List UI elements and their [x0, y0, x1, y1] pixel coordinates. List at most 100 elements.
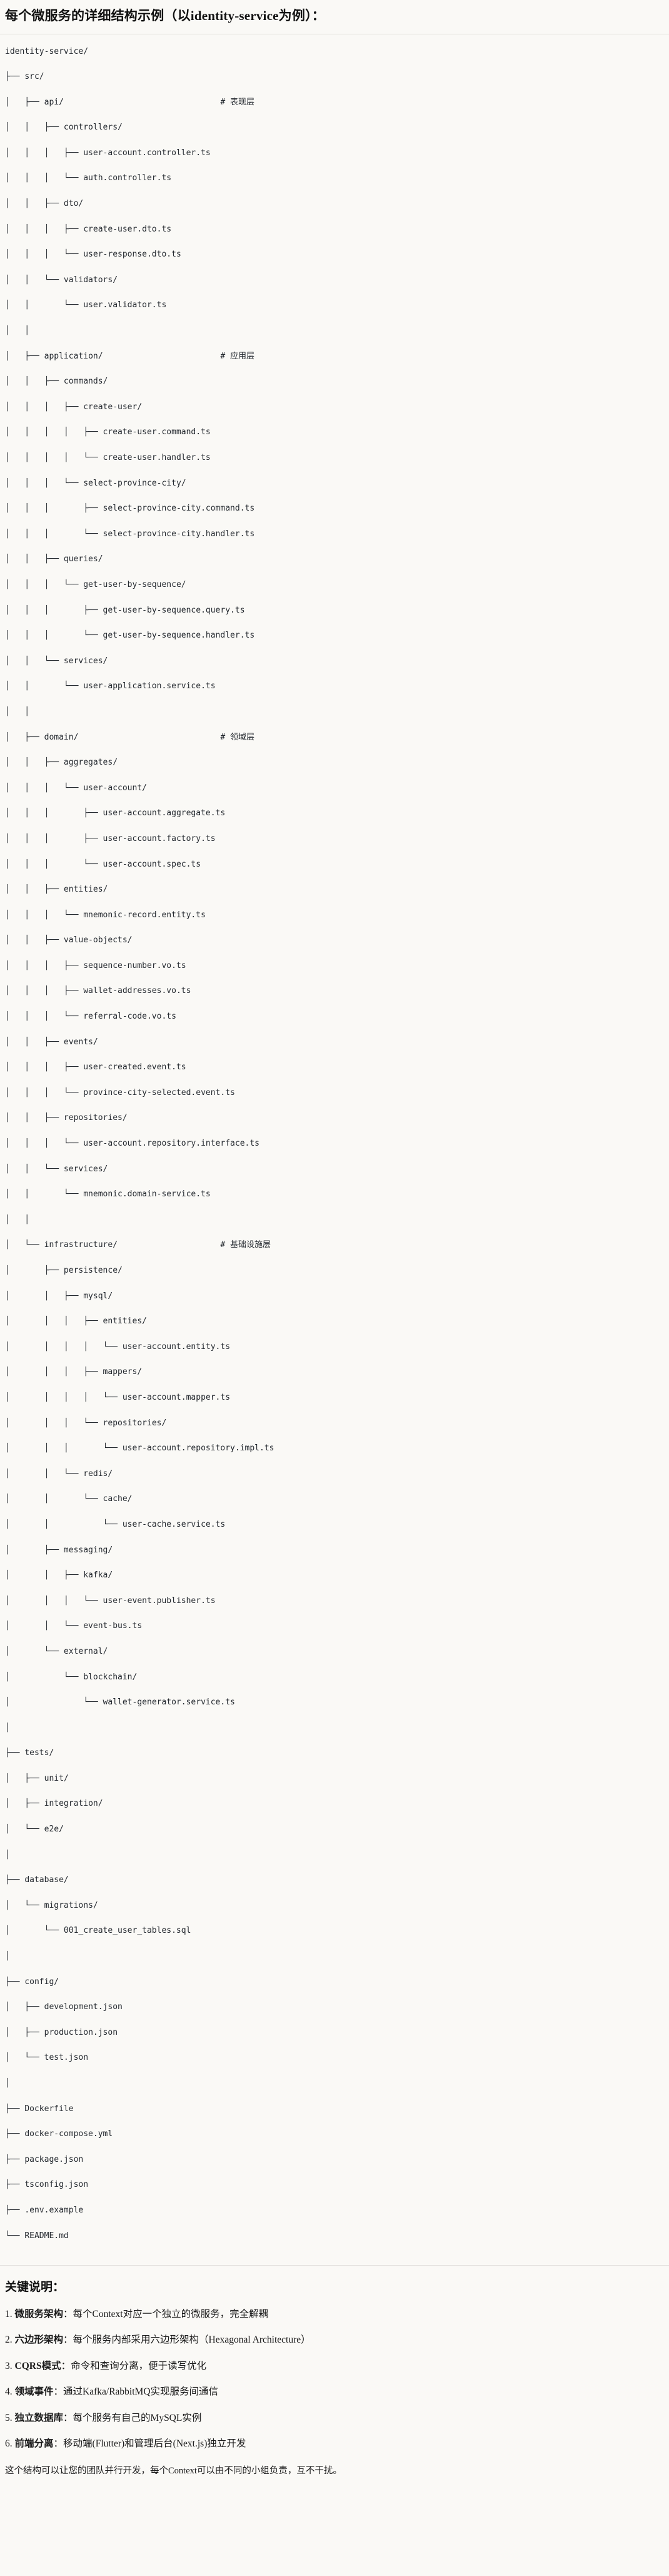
tree-row: │ ├── api/ # 表现层: [5, 96, 664, 109]
tree-branch-glyph: │ │ │ └──: [5, 1139, 84, 1149]
tree-branch-glyph: │ ├──: [5, 732, 44, 742]
tree-branch-glyph: │ │ │ └──: [5, 783, 84, 793]
tree-row: │ │ │ └── repositories/: [5, 1417, 664, 1430]
tree-branch-glyph: │ ├──: [5, 2027, 44, 2037]
tree-branch-glyph: │ │ ├──: [5, 1037, 64, 1047]
tree-branch-glyph: ├──: [5, 2154, 25, 2164]
note-item: 4. 领域事件：通过Kafka/RabbitMQ实现服务间通信: [5, 2384, 664, 2400]
tree-row: │ │ └── event-bus.ts: [5, 1620, 664, 1632]
tree-node-label: infrastructure/: [44, 1240, 118, 1250]
tree-branch-glyph: │ ├──: [5, 351, 44, 361]
tree-row: │ │ │ └── user-account.repository.impl.t…: [5, 1442, 664, 1455]
tree-branch-glyph: │ │ │ └──: [5, 1443, 123, 1453]
tree-row: │ │ └── mnemonic.domain-service.ts: [5, 1188, 664, 1201]
tree-branch-glyph: │ │ │ └──: [5, 910, 84, 920]
tree-branch-glyph: │ │ ├──: [5, 1291, 84, 1301]
note-term: 领域事件: [14, 2386, 54, 2398]
tree-node-label: 001_create_user_tables.sql: [63, 1926, 191, 1936]
tree-row: │ ├── development.json: [5, 2001, 664, 2013]
tree-row: │ │ └── validators/: [5, 274, 664, 287]
tree-node-label: mappers/: [103, 1367, 143, 1377]
tree-row: ├── tsconfig.json: [5, 2179, 664, 2191]
tree-row: │ │ │ │ └── user-account.entity.ts: [5, 1341, 664, 1353]
tree-row: │ │ │ ├── select-province-city.command.t…: [5, 502, 664, 515]
tree-layer-comment: # 应用层: [220, 351, 255, 361]
tree-node-label: select-province-city.command.ts: [103, 504, 255, 514]
tree-row: │ │ │ └── get-user-by-sequence/: [5, 579, 664, 591]
note-description: 每个服务有自己的MySQL实例: [73, 2412, 202, 2423]
tree-node-label: cache/: [103, 1494, 133, 1504]
tree-branch-glyph: │ ├──: [5, 1799, 44, 1809]
tree-node-label: user-event.publisher.ts: [103, 1596, 216, 1606]
note-number: 2.: [5, 2334, 15, 2346]
tree-branch-glyph: │ │ │ │ └──: [5, 1341, 123, 1352]
tree-row: ├── tests/: [5, 1747, 664, 1759]
tree-row: │ │: [5, 706, 664, 718]
tree-node-label: user-account.aggregate.ts: [103, 808, 226, 818]
tree-branch-glyph: │ │ └──: [5, 275, 64, 285]
note-description: 每个Context对应一个独立的微服务，完全解耦: [73, 2308, 269, 2319]
tree-row: │ └── migrations/: [5, 1900, 664, 1912]
tree-row: │ │ └── redis/: [5, 1468, 664, 1480]
note-number: 1.: [5, 2308, 15, 2319]
tree-row: │ ├── messaging/: [5, 1544, 664, 1557]
tree-branch-glyph: │ │ └──: [5, 656, 64, 666]
tree-row: │ │ ├── kafka/: [5, 1569, 664, 1582]
tree-branch-glyph: │ │ │ └──: [5, 859, 103, 869]
tree-row: │ └── e2e/: [5, 1823, 664, 1836]
tree-branch-glyph: │ └──: [5, 1900, 44, 1910]
tree-row: │ │ ├── aggregates/: [5, 756, 664, 769]
tree-branch-glyph: │ │ │ ├──: [5, 402, 84, 412]
tree-node-label: migrations/: [44, 1900, 98, 1910]
note-item: 3. CQRS模式：命令和查询分离，便于读写优化: [5, 2358, 664, 2375]
tree-row: │ ├── unit/: [5, 1773, 664, 1785]
tree-node-label: config/: [24, 1977, 59, 1987]
tree-node-label: user-account.controller.ts: [83, 148, 211, 158]
document-page: 每个微服务的详细结构示例（以identity-service为例）： ident…: [0, 8, 669, 2476]
tree-node-label: services/: [63, 1164, 108, 1174]
tree-node-label: development.json: [44, 2002, 123, 2012]
note-item: 1. 微服务架构：每个Context对应一个独立的微服务，完全解耦: [5, 2306, 664, 2323]
tree-layer-comment: # 基础设施层: [220, 1240, 271, 1250]
tree-row: │ ├── persistence/: [5, 1265, 664, 1277]
tree-branch-glyph: │: [5, 1723, 10, 1733]
tree-node-label: province-city-selected.event.ts: [83, 1087, 235, 1097]
tree-row: │ │ └── user-cache.service.ts: [5, 1519, 664, 1531]
tree-row: ├── package.json: [5, 2154, 664, 2166]
tree-row: │: [5, 1849, 664, 1861]
tree-node-label: user-cache.service.ts: [122, 1519, 226, 1529]
tree-branch-glyph: │ │ │ └──: [5, 1418, 103, 1428]
tree-row: │ ├── production.json: [5, 2027, 664, 2039]
tree-branch-glyph: │ │ └──: [5, 1164, 64, 1174]
tree-node-label: test.json: [44, 2053, 89, 2063]
directory-tree-section: identity-service/ ├── src/ │ ├── api/ # …: [0, 34, 669, 2266]
tree-node-label: wallet-addresses.vo.ts: [83, 986, 191, 996]
tree-branch-glyph: │ │ │ ├──: [5, 1062, 84, 1072]
tree-branch-glyph: ├──: [5, 1748, 25, 1758]
tree-branch-glyph: │ ├──: [5, 1773, 44, 1783]
tree-node-label: repositories/: [103, 1418, 167, 1428]
tree-node-label: commands/: [63, 377, 108, 387]
tree-row: │ │ │ │ ├── create-user.command.ts: [5, 426, 664, 439]
note-number: 4.: [5, 2386, 15, 2398]
tree-row: ├── database/: [5, 1874, 664, 1886]
tree-node-label: user-account.entity.ts: [122, 1341, 231, 1352]
tree-branch-glyph: │ │ │ └──: [5, 250, 84, 260]
tree-branch-glyph: │ │ │ │ ├──: [5, 427, 103, 437]
tree-branch-glyph: │ │ │ ├──: [5, 148, 84, 158]
tree-branch-glyph: │ │ └──: [5, 1469, 84, 1479]
tree-node-label: user-account.repository.interface.ts: [83, 1139, 259, 1149]
tree-branch-glyph: │ └──: [5, 1698, 103, 1708]
tree-node-label: create-user/: [83, 402, 143, 412]
tree-branch-glyph: │ │ │ └──: [5, 579, 84, 589]
note-item: 2. 六边形架构：每个服务内部采用六边形架构（Hexagonal Archite…: [5, 2332, 664, 2348]
tree-row: │ ├── domain/ # 领域层: [5, 731, 664, 744]
tree-node-label: user-account.factory.ts: [103, 833, 216, 843]
tree-row: │ │ └── user-application.service.ts: [5, 680, 664, 693]
note-number: 6.: [5, 2438, 15, 2450]
tree-branch-glyph: │: [5, 1952, 10, 1962]
tree-node-label: select-province-city/: [83, 478, 186, 488]
tree-node-label: tsconfig.json: [24, 2180, 89, 2190]
note-item: 5. 独立数据库：每个服务有自己的MySQL实例: [5, 2410, 664, 2426]
tree-branch-glyph: │ │ │ └──: [5, 1087, 84, 1097]
